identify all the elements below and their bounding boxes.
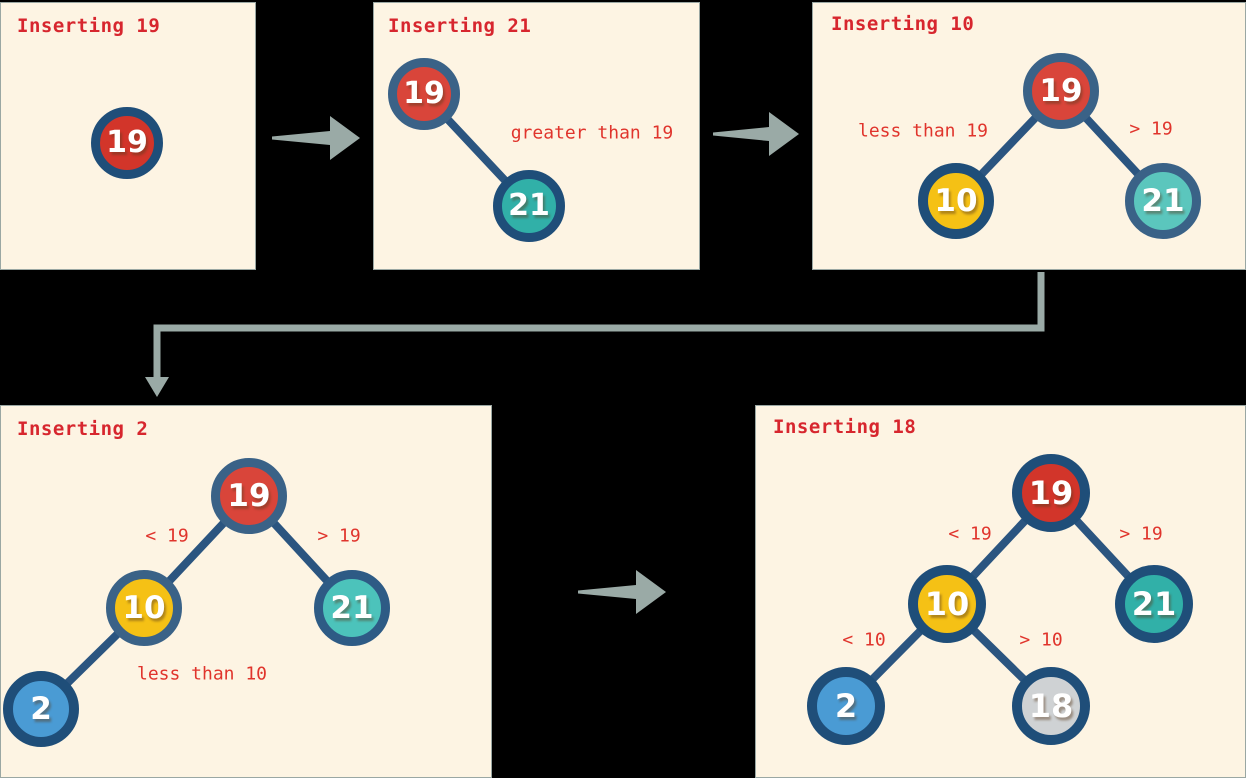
panel-insert-21: Inserting 21 greater than 19 19 21: [373, 2, 700, 270]
edge-label-greater-than-19: greater than 19: [510, 122, 674, 144]
panel-insert-19: Inserting 19 19: [0, 2, 256, 270]
node-value: 21: [1131, 585, 1177, 623]
flow-arrow-2: [713, 112, 799, 156]
node-value: 2: [834, 687, 858, 725]
node-19: 19: [211, 458, 287, 534]
edge-label-less-19: < 19: [948, 523, 992, 545]
node-2: 2: [3, 671, 79, 747]
node-value: 19: [1039, 72, 1083, 109]
panel-title: Inserting 21: [388, 15, 532, 37]
node-value: 19: [403, 76, 445, 111]
panel-insert-18: Inserting 18 < 19 > 19 < 10 > 10 19 10 21 2 18: [755, 405, 1246, 778]
node-value: 10: [934, 182, 978, 219]
node-value: 10: [122, 589, 166, 626]
node-10: 10: [106, 570, 182, 646]
edge-label-greater-19: > 19: [1129, 118, 1173, 140]
panel-insert-10: Inserting 10 less than 19 > 19 19 10 21: [812, 2, 1246, 270]
edge-label-less-than-10: less than 10: [136, 663, 268, 685]
panel-insert-2: Inserting 2 < 19 > 19 less than 10 19 10 21 2: [0, 405, 492, 778]
node-19: 19: [91, 107, 163, 179]
node-2: 2: [807, 667, 885, 745]
panel-title: Inserting 19: [17, 15, 161, 37]
node-21: 21: [1125, 163, 1201, 239]
node-21: 21: [314, 570, 390, 646]
edge-label-greater-10: > 10: [1019, 629, 1063, 651]
node-value: 21: [508, 188, 550, 223]
node-value: 21: [330, 589, 374, 626]
edge-label-less-19: < 19: [145, 525, 189, 547]
node-19: 19: [1012, 454, 1090, 532]
node-19: 19: [388, 58, 460, 130]
node-value: 19: [227, 477, 271, 514]
edge-label-greater-19: > 19: [1119, 523, 1163, 545]
node-21: 21: [1115, 565, 1193, 643]
node-value: 19: [1028, 474, 1074, 512]
node-10: 10: [908, 565, 986, 643]
flow-arrow-1: [272, 116, 360, 160]
flow-elbow-down: [145, 272, 1045, 397]
node-value: 21: [1141, 182, 1185, 219]
panel-title: Inserting 2: [17, 418, 149, 440]
node-21: 21: [493, 170, 565, 242]
node-19: 19: [1023, 53, 1099, 129]
edge-label-greater-19: > 19: [317, 525, 361, 547]
node-10: 10: [918, 163, 994, 239]
edge-label-less-than-19: less than 19: [857, 120, 989, 142]
node-value: 2: [30, 690, 52, 727]
node-value: 18: [1028, 687, 1074, 725]
node-18: 18: [1012, 667, 1090, 745]
flow-arrow-3: [578, 570, 666, 614]
panel-title: Inserting 18: [773, 416, 917, 438]
panel-title: Inserting 10: [831, 13, 975, 35]
node-value: 10: [924, 585, 970, 623]
edge-label-less-10: < 10: [842, 629, 886, 651]
node-value: 19: [106, 125, 148, 160]
